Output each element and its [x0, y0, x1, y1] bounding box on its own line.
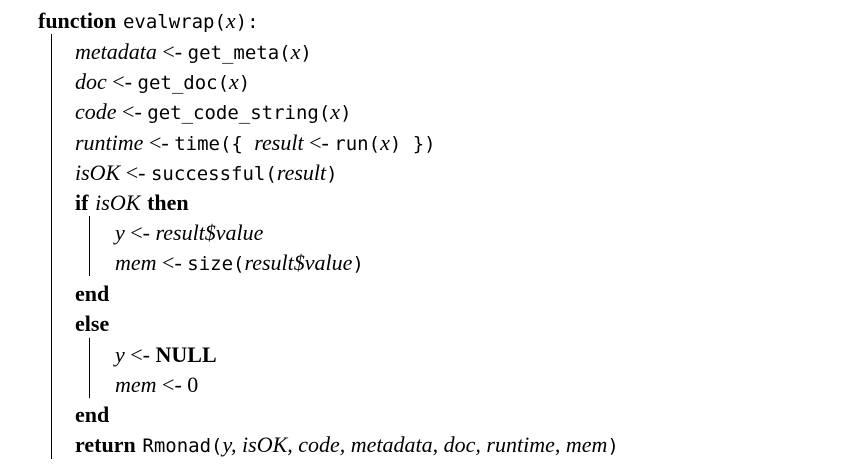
then-keyword: then — [147, 190, 189, 215]
successful-call: successful( — [150, 163, 277, 185]
run-arg: x — [380, 130, 390, 155]
function-header: function evalwrap(x): — [38, 6, 259, 36]
get-meta-call: get_meta( — [187, 42, 291, 64]
metadata-var: metadata — [75, 39, 157, 64]
function-keyword: function — [38, 8, 117, 33]
size-close: ) — [352, 253, 364, 275]
line-runtime: runtime <- time({ result <- run(x) }) — [75, 128, 436, 158]
line-else: else — [75, 309, 109, 339]
assign-arrow: <- — [124, 220, 156, 245]
mem-var: mem — [115, 372, 157, 397]
line-then-mem: mem <- size(result$value) — [115, 248, 364, 278]
y-var: y — [115, 342, 125, 367]
if-condition: isOK — [95, 190, 141, 215]
get-doc-close: ) — [238, 72, 251, 94]
function-arg: x — [225, 8, 236, 33]
line-then-y: y <- result$value — [115, 218, 263, 248]
get-doc-arg: x — [229, 69, 239, 94]
line-if: if isOK then — [75, 188, 189, 218]
run-close: ) }) — [389, 133, 436, 155]
null-value: NULL — [155, 342, 217, 367]
rmonad-args: y, isOK, code, metadata, doc, runtime, m… — [222, 432, 608, 457]
line-code: code <- get_code_string(x) — [75, 97, 352, 127]
run-call: run( — [334, 133, 381, 155]
get-meta-close: ) — [300, 42, 312, 64]
line-else-mem: mem <- 0 — [115, 370, 198, 400]
code-var: code — [75, 99, 117, 124]
end-keyword: end — [75, 281, 110, 306]
y-var: y — [115, 220, 125, 245]
assign-arrow: <- — [116, 99, 148, 124]
end-keyword: end — [75, 402, 110, 427]
line-doc: doc <- get_doc(x) — [75, 67, 250, 97]
runtime-var: runtime — [75, 130, 144, 155]
return-keyword: return — [75, 432, 136, 457]
get-meta-arg: x — [290, 39, 301, 64]
if-keyword: if — [75, 190, 89, 215]
get-code-string-call: get_code_string( — [147, 102, 331, 124]
zero-value: 0 — [187, 372, 199, 397]
result-value: result$value — [155, 220, 264, 245]
line-else-y: y <- NULL — [115, 340, 217, 370]
assign-arrow: <- — [124, 342, 156, 367]
function-close-paren: ): — [235, 11, 259, 33]
assign-arrow: <- — [120, 160, 151, 185]
size-arg: result$value — [244, 250, 353, 275]
line-isok: isOK <- successful(result) — [75, 158, 338, 188]
get-doc-call: get_doc( — [137, 72, 230, 94]
assign-arrow: <- — [156, 250, 188, 275]
get-code-string-arg: x — [330, 99, 341, 124]
assign-arrow: <- — [156, 39, 188, 64]
function-name: evalwrap — [122, 11, 215, 33]
else-keyword: else — [75, 311, 110, 336]
function-open-paren: ( — [214, 11, 226, 33]
assign-arrow: <- — [143, 130, 175, 155]
assign-arrow: <- — [106, 69, 138, 94]
line-end-else: end — [75, 400, 109, 430]
assign-arrow: <- — [303, 130, 335, 155]
successful-close: ) — [326, 163, 338, 185]
else-block-bar — [89, 338, 90, 398]
isok-var: isOK — [75, 160, 121, 185]
rmonad-call: Rmonad( — [142, 435, 223, 457]
result-var: result — [254, 130, 304, 155]
size-call: size( — [187, 253, 245, 275]
doc-var: doc — [75, 69, 107, 94]
get-code-string-close: ) — [340, 102, 352, 124]
then-block-bar — [89, 216, 90, 276]
mem-var: mem — [115, 250, 157, 275]
time-call: time({ — [174, 133, 255, 155]
rmonad-close: ) — [607, 435, 619, 457]
line-end-if: end — [75, 279, 109, 309]
line-metadata: metadata <- get_meta(x) — [75, 37, 312, 67]
assign-arrow: <- — [156, 372, 188, 397]
successful-arg: result — [276, 160, 327, 185]
line-return: return Rmonad(y, isOK, code, metadata, d… — [75, 430, 619, 460]
function-body-bar — [51, 34, 52, 459]
